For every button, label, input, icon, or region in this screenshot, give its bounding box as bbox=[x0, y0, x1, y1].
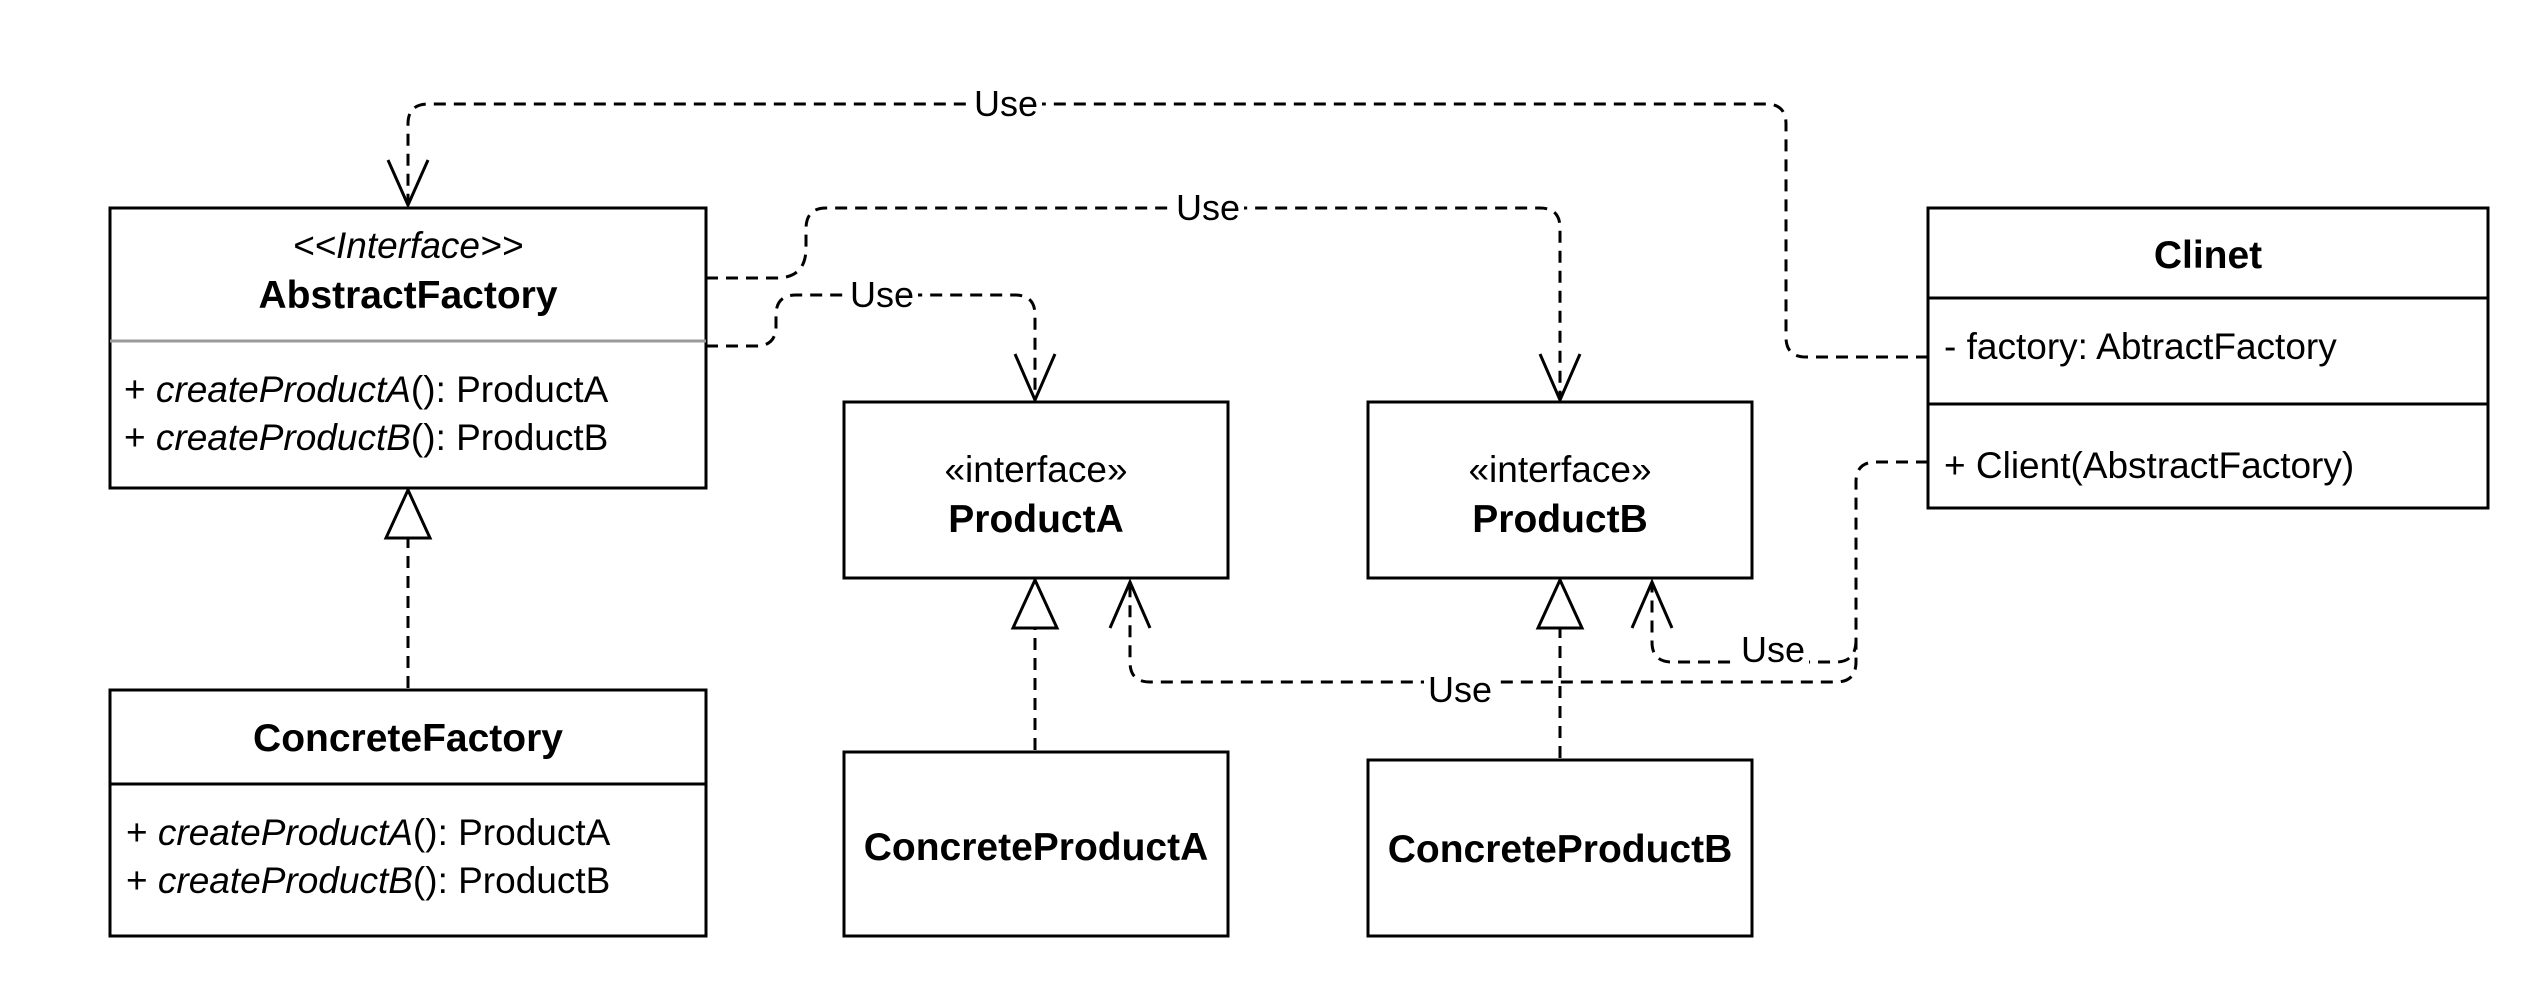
class-box bbox=[842, 400, 1230, 580]
class-name: ConcreteProductA bbox=[864, 826, 1209, 869]
class-name: ConcreteProductB bbox=[1388, 828, 1733, 871]
class-name: ProductA bbox=[948, 498, 1124, 541]
class-name: ProductB bbox=[1472, 498, 1648, 541]
method-create-product-a: + createProductA(): ProductA bbox=[126, 812, 611, 853]
edge-label-bg bbox=[1172, 188, 1244, 228]
class-box bbox=[108, 688, 708, 938]
edge-label-bg bbox=[1737, 630, 1809, 670]
edge-label-use-client-producta: Use bbox=[1428, 669, 1492, 710]
edge-label-bg bbox=[970, 84, 1042, 124]
open-arrowhead-icon bbox=[1013, 353, 1057, 404]
class-name: AbstractFactory bbox=[258, 274, 557, 317]
edge-abstractfactory-to-productb bbox=[706, 206, 1562, 400]
class-name: ConcreteFactory bbox=[253, 717, 563, 760]
edge-label-use-producta: Use bbox=[850, 274, 914, 315]
hollow-triangle-arrowhead-icon bbox=[383, 486, 433, 540]
operation-client-constructor: + Client(AbstractFactory) bbox=[1944, 445, 2354, 486]
open-arrowhead-icon bbox=[386, 159, 430, 209]
edge-label-use-top: Use bbox=[974, 83, 1038, 124]
class-concreteproducta[interactable]: ConcreteProductA bbox=[842, 750, 1230, 938]
edge-client-to-productb bbox=[1650, 582, 1858, 664]
class-box bbox=[1366, 758, 1754, 938]
class-concreteproductb[interactable]: ConcreteProductB bbox=[1366, 758, 1754, 938]
edge-label-bg bbox=[846, 275, 918, 315]
class-concretefactory[interactable]: ConcreteFactory + createProductA(): Prod… bbox=[108, 688, 708, 938]
hollow-triangle-arrowhead-icon bbox=[1010, 576, 1060, 630]
class-box bbox=[1366, 400, 1754, 580]
edge-client-to-abstractfactory bbox=[406, 102, 1928, 359]
class-stereotype: «interface» bbox=[944, 449, 1127, 490]
class-client[interactable]: Clinet - factory: AbtractFactory + Clien… bbox=[1926, 206, 2490, 510]
method-create-product-b: + createProductB(): ProductB bbox=[124, 417, 608, 458]
edge-label-bg bbox=[1424, 670, 1496, 710]
hollow-triangle-arrowhead-icon bbox=[1535, 576, 1585, 630]
edge-label-use-client-productb: Use bbox=[1741, 629, 1805, 670]
class-stereotype: <<Interface>> bbox=[293, 225, 523, 266]
open-arrowhead-icon bbox=[1630, 578, 1674, 629]
class-productb[interactable]: «interface» ProductB bbox=[1366, 400, 1754, 580]
open-arrowhead-icon bbox=[1108, 578, 1152, 629]
class-stereotype: «interface» bbox=[1468, 449, 1651, 490]
class-box bbox=[108, 206, 708, 490]
open-arrowhead-icon bbox=[1538, 353, 1582, 404]
method-create-product-b: + createProductB(): ProductB bbox=[126, 860, 610, 901]
edge-abstractfactory-to-producta bbox=[706, 293, 1037, 400]
edge-label-use-productb: Use bbox=[1176, 187, 1240, 228]
class-name: Clinet bbox=[2154, 234, 2262, 277]
method-create-product-a: + createProductA(): ProductA bbox=[124, 369, 609, 410]
attribute-factory: - factory: AbtractFactory bbox=[1944, 326, 2337, 367]
class-abstractfactory[interactable]: <<Interface>> AbstractFactory + createPr… bbox=[108, 206, 708, 490]
class-box bbox=[1926, 206, 2490, 510]
edge-client-to-producta bbox=[1128, 460, 1928, 684]
class-producta[interactable]: «interface» ProductA bbox=[842, 400, 1230, 580]
class-box bbox=[842, 750, 1230, 938]
